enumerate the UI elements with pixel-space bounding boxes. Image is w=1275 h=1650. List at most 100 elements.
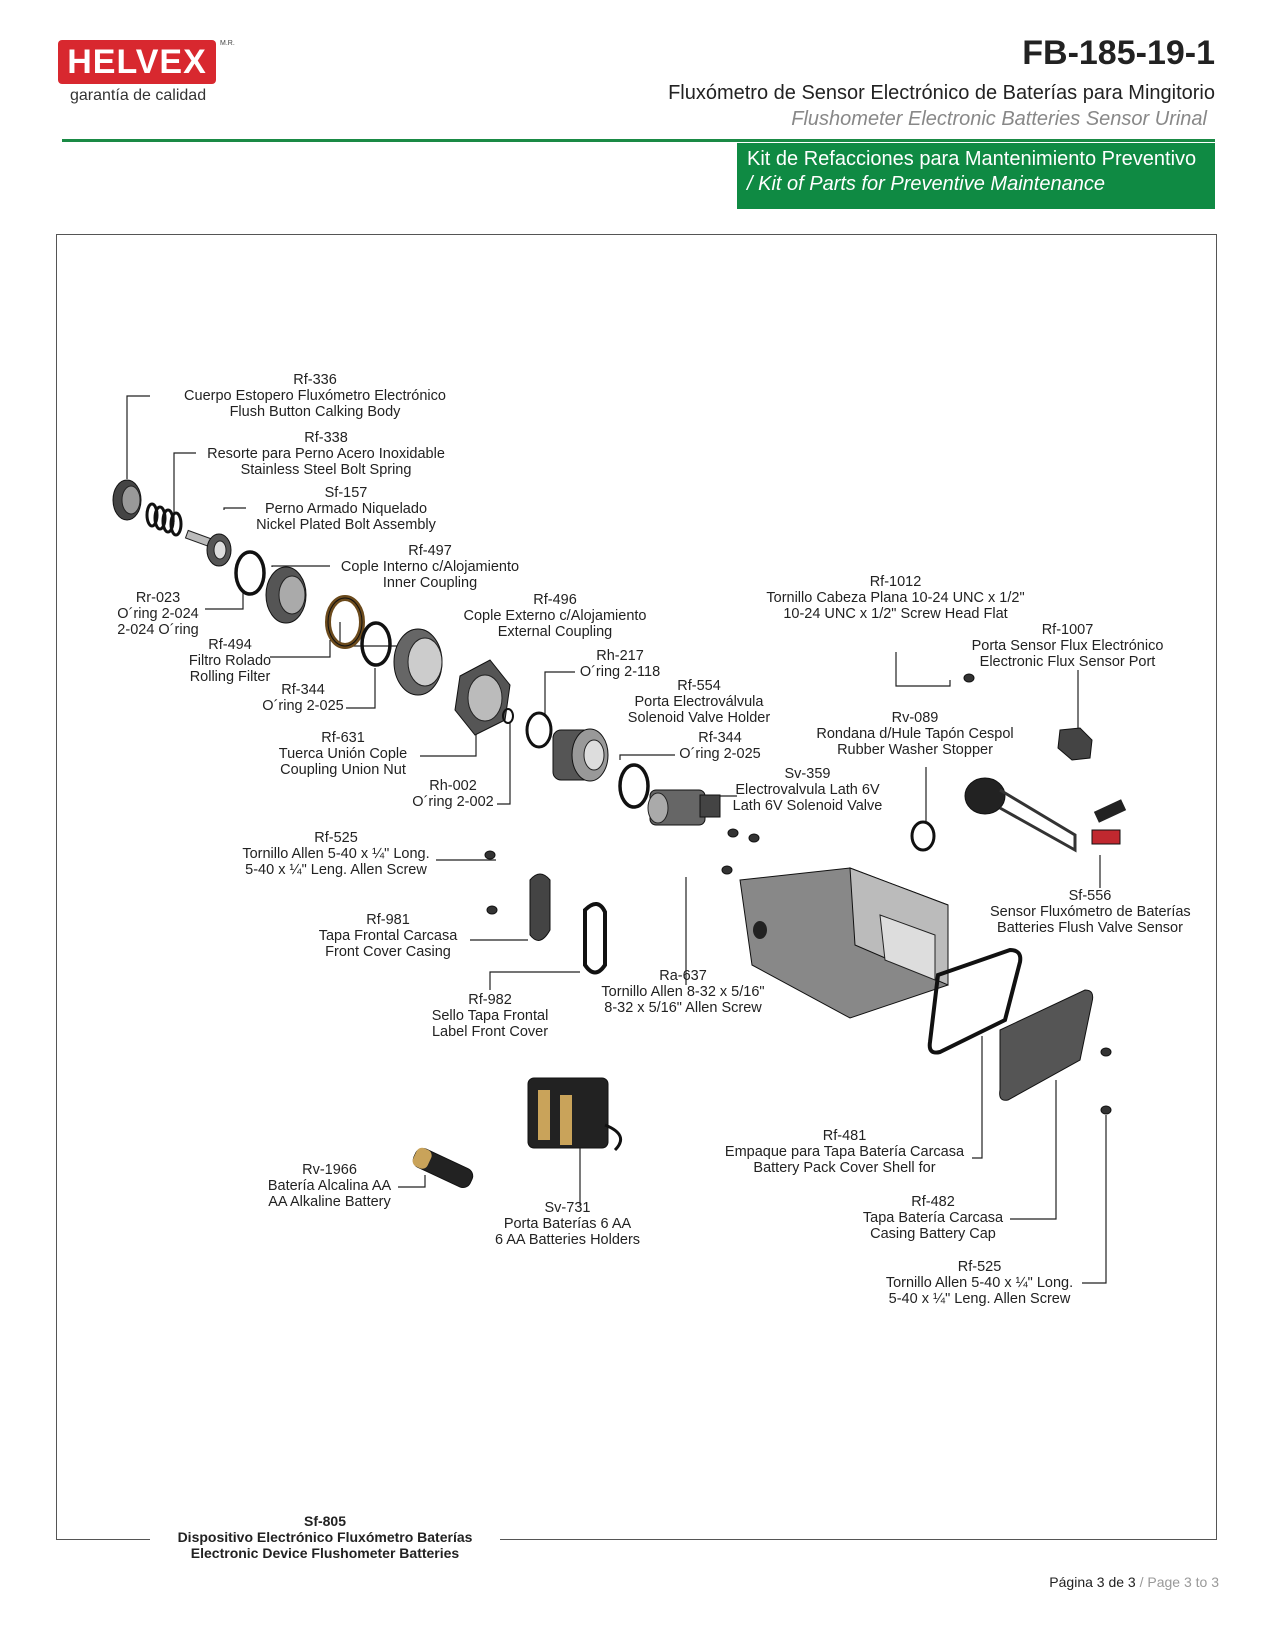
- part-label-rf-1012: Rf-1012 Tornillo Cabeza Plana 10-24 UNC …: [758, 574, 1033, 622]
- part-spring-icon: [145, 502, 183, 537]
- part-code: Rf-525: [957, 1259, 1002, 1275]
- part-name-en: External Coupling: [497, 624, 613, 640]
- part-name-en: Coupling Union Nut: [280, 762, 406, 778]
- part-rubber-washer-icon: [910, 820, 936, 852]
- part-oring-2-002-icon: [502, 708, 514, 724]
- part-code: Rf-554: [677, 678, 721, 694]
- part-name-es: Tornillo Allen 8-32 x 5/16": [601, 984, 765, 1000]
- part-code: Rf-496: [533, 592, 577, 608]
- part-label-rh-217: Rh-217 O´ring 2-118: [570, 648, 670, 680]
- part-name-en: Casing Battery Cap: [870, 1226, 996, 1242]
- part-oring-2-118-icon: [525, 711, 553, 749]
- part-code: Rf-494: [208, 637, 252, 653]
- part-label-rr-023: Rr-023 O´ring 2-024 2-024 O´ring: [108, 590, 208, 638]
- part-name-es: Porta Electroválvula: [634, 694, 764, 710]
- part-code: Rh-217: [596, 648, 644, 664]
- part-name-en: Electronic Flux Sensor Port: [979, 654, 1156, 670]
- part-label-sv-359: Sv-359 Electrovalvula Lath 6V Lath 6V So…: [730, 766, 885, 814]
- part-name-es: O´ring 2-118: [579, 664, 661, 680]
- part-code: Rf-981: [366, 912, 410, 928]
- part-flush-valve-sensor-icon: [964, 777, 1127, 853]
- part-label-rf-982: Rf-982 Sello Tapa Frontal Label Front Co…: [428, 992, 552, 1040]
- part-flush-button-body-icon: [112, 479, 142, 521]
- part-name-en: Rolling Filter: [189, 669, 271, 685]
- part-name-en: Front Cover Casing: [325, 944, 451, 960]
- part-label-rf-554: Rf-554 Porta Electroválvula Solenoid Val…: [624, 678, 774, 726]
- part-code: Rf-497: [408, 543, 452, 559]
- part-code: Rf-344: [698, 730, 742, 746]
- part-name-en: 10-24 UNC x 1/2" Screw Head Flat: [783, 606, 1008, 622]
- part-front-cover-icon: [529, 873, 551, 941]
- part-label-rf-981: Rf-981 Tapa Frontal Carcasa Front Cover …: [318, 912, 458, 960]
- part-inner-coupling-icon: [265, 566, 307, 624]
- part-solenoid-valve-holder-icon: [552, 728, 609, 782]
- part-code: Rf-1012: [869, 574, 922, 590]
- part-name-es: Perno Armado Niquelado: [264, 501, 428, 517]
- part-battery-holder-icon: [527, 1077, 623, 1152]
- part-code: Ra-637: [659, 968, 707, 984]
- part-label-ra-637: Ra-637 Tornillo Allen 8-32 x 5/16" 8-32 …: [598, 968, 768, 1016]
- part-code: Rf-631: [321, 730, 365, 746]
- part-name-en: Label Front Cover: [431, 1024, 549, 1040]
- part-name-es: Batería Alcalina AA: [267, 1178, 392, 1194]
- part-code: Rf-344: [281, 682, 325, 698]
- part-name-es: Filtro Rolado: [188, 653, 272, 669]
- part-label-rf-631: Rf-631 Tuerca Unión Cople Coupling Union…: [278, 730, 408, 778]
- part-rolling-filter-icon: [325, 595, 365, 649]
- part-name-es: Cople Interno c/Alojamiento: [340, 559, 520, 575]
- part-name-es: Porta Sensor Flux Electrónico: [971, 638, 1164, 654]
- page-number: Página 3 de 3 / Page 3 to 3: [1049, 1574, 1219, 1590]
- part-label-rf-496: Rf-496 Cople Externo c/Alojamiento Exter…: [455, 592, 655, 640]
- part-label-rf-497: Rf-497 Cople Interno c/Alojamiento Inner…: [330, 543, 530, 591]
- kit-title-english: / Kit of Parts for Preventive Maintenanc…: [747, 173, 1105, 195]
- part-name-es: Tornillo Cabeza Plana 10-24 UNC x 1/2": [766, 590, 1025, 606]
- part-oring-2-024-icon: [234, 550, 266, 596]
- part-name-es: Rondana d/Hule Tapón Cespol: [816, 726, 1014, 742]
- part-name-en: Lath 6V Solenoid Valve: [732, 798, 883, 814]
- assembly-code: Sf-805: [303, 1513, 347, 1529]
- part-battery-cover-gasket-icon: [927, 947, 1023, 1055]
- part-code: Rf-1007: [1041, 622, 1094, 638]
- part-name-es: Cople Externo c/Alojamiento: [463, 608, 647, 624]
- part-name-en: Flush Button Calking Body: [229, 404, 401, 420]
- title-spanish: Fluxómetro de Sensor Electrónico de Bate…: [668, 82, 1215, 104]
- part-aa-battery-icon: [412, 1147, 474, 1189]
- part-label-rv-1966: Rv-1966 Batería Alcalina AA AA Alkaline …: [262, 1162, 397, 1210]
- part-code: Sv-359: [784, 766, 831, 782]
- part-name-es: Tornillo Allen 5-40 x ¼" Long.: [242, 846, 430, 862]
- page-number-es: Página 3 de 3: [1049, 1574, 1136, 1590]
- part-name-es: O´ring 2-025: [679, 746, 761, 762]
- part-name-en: 5-40 x ¼" Leng. Allen Screw: [245, 862, 427, 878]
- part-label-rf-344: Rf-344 O´ring 2-025: [258, 682, 348, 714]
- kit-banner: Kit de Refacciones para Mantenimiento Pr…: [737, 143, 1215, 209]
- part-name-es: Tornillo Allen 5-40 x ¼" Long.: [885, 1275, 1074, 1291]
- title-english: Flushometer Electronic Batteries Sensor …: [791, 108, 1207, 130]
- part-screws-icon: [484, 673, 1112, 1115]
- part-label-sf-157: Sf-157 Perno Armado Niquelado Nickel Pla…: [246, 485, 446, 533]
- part-oring-2-025-icon: [360, 621, 392, 667]
- part-name-es: Tuerca Unión Cople: [278, 746, 408, 762]
- part-name-en: 8-32 x 5/16" Allen Screw: [604, 1000, 762, 1016]
- part-name-en: Batteries Flush Valve Sensor: [997, 920, 1183, 936]
- part-code: Rv-1966: [302, 1162, 357, 1178]
- part-name-en: Rubber Washer Stopper: [837, 742, 993, 758]
- assembly-label: Sf-805 Dispositivo Electrónico Fluxómetr…: [170, 1513, 480, 1561]
- part-label-sv-731: Sv-731 Porta Baterías 6 AA 6 AA Batterie…: [490, 1200, 645, 1248]
- part-sensor-port-icon: [1057, 727, 1093, 761]
- part-code: Sv-731: [544, 1200, 591, 1216]
- part-code: Rf-481: [822, 1128, 867, 1144]
- part-front-cover-seal-icon: [583, 902, 607, 975]
- part-name-es: Sello Tapa Frontal: [431, 1008, 549, 1024]
- part-label-rh-002: Rh-002 O´ring 2-002: [408, 778, 498, 810]
- part-name-en: AA Alkaline Battery: [268, 1194, 391, 1210]
- part-code: Rf-982: [468, 992, 512, 1008]
- diagram-frame: [56, 234, 1217, 1540]
- part-casing-icon: [739, 867, 949, 1019]
- page-number-en: / Page 3 to 3: [1139, 1574, 1219, 1590]
- part-coupling-union-nut-icon: [454, 659, 511, 736]
- part-name-en: 5-40 x ¼" Leng. Allen Screw: [888, 1291, 1071, 1307]
- part-code: Rf-338: [304, 430, 348, 446]
- helvex-logo: HELVEX M.R. garantía de calidad: [58, 40, 235, 110]
- part-name-en: 2-024 O´ring: [117, 622, 199, 638]
